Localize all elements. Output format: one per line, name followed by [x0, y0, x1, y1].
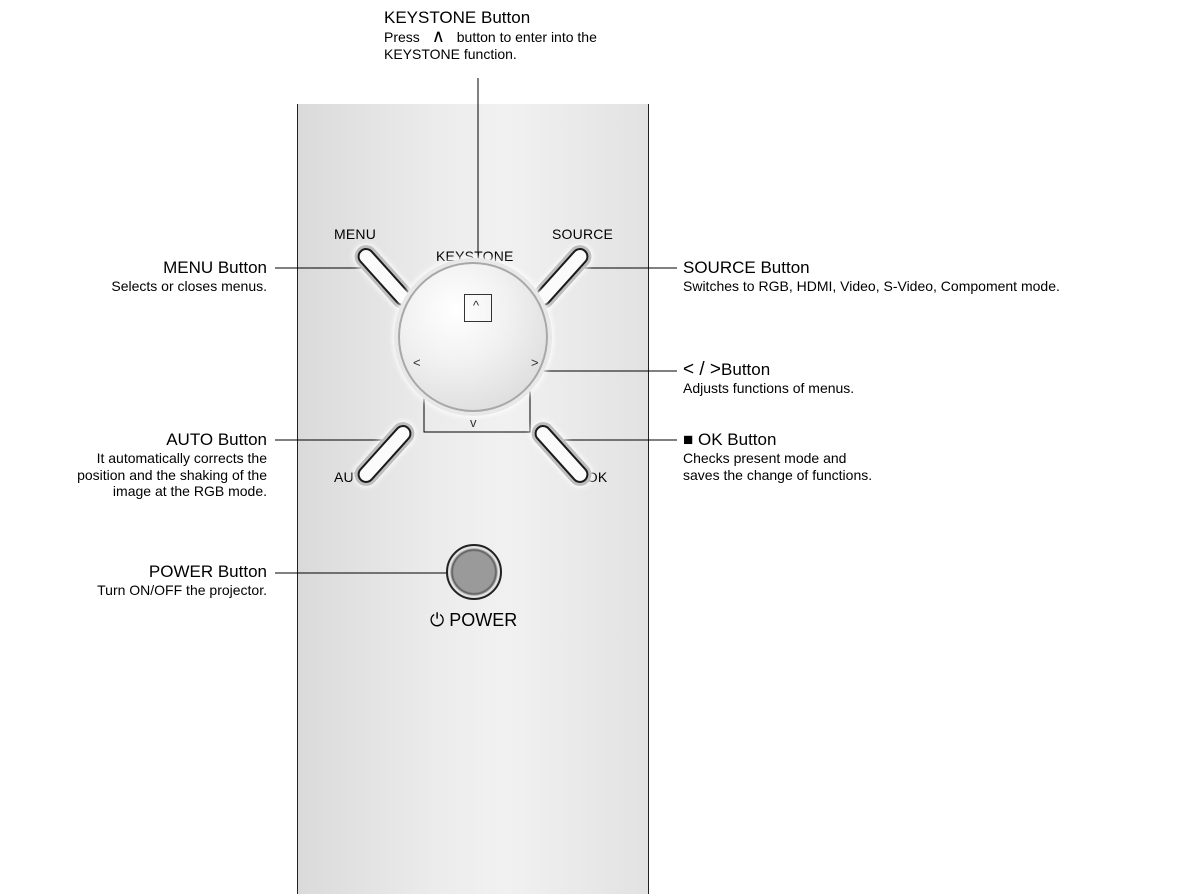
keystone-panel-label: KEYSTONE — [436, 248, 514, 264]
power-callout-desc: Turn ON/OFF the projector. — [97, 582, 267, 598]
up-caret-icon: ∧ — [431, 26, 445, 46]
arrows-callout: < / >Button Adjusts functions of menus. — [683, 360, 854, 397]
keystone-callout: KEYSTONE Button Press ∧ button to enter … — [384, 8, 597, 62]
power-callout: POWER Button Turn ON/OFF the projector. — [97, 562, 267, 599]
source-callout-desc: Switches to RGB, HDMI, Video, S-Video, C… — [683, 278, 1060, 294]
arrows-callout-title: < / >Button — [683, 359, 771, 380]
power-symbol-icon: ⏻ — [430, 610, 445, 630]
source-panel-label: SOURCE — [552, 226, 614, 242]
projector-control-panel — [297, 104, 649, 894]
keystone-callout-title: KEYSTONE Button — [384, 8, 531, 27]
auto-callout: AUTO Button It automatically corrects th… — [77, 430, 267, 499]
power-button[interactable] — [446, 544, 502, 600]
menu-panel-label: MENU — [334, 226, 377, 242]
power-panel-label: ⏻ POWER — [430, 610, 517, 631]
menu-callout-title: MENU Button — [163, 258, 267, 277]
left-right-arrows-icon: < / > — [683, 359, 722, 380]
source-callout-title: SOURCE Button — [683, 258, 810, 277]
source-callout: SOURCE Button Switches to RGB, HDMI, Vid… — [683, 258, 1060, 295]
arrows-callout-desc: Adjusts functions of menus. — [683, 380, 855, 396]
up-arrow-icon[interactable]: ^ — [473, 298, 480, 313]
auto-callout-title: AUTO Button — [166, 430, 267, 449]
down-arrow-icon[interactable]: v — [470, 415, 477, 430]
power-label-text: POWER — [449, 610, 518, 630]
directional-pad[interactable] — [398, 262, 548, 412]
ok-callout: ■ OK Button Checks present mode and save… — [683, 430, 873, 483]
menu-callout-desc: Selects or closes menus. — [111, 278, 267, 294]
left-arrow-icon[interactable]: < — [413, 355, 421, 370]
ok-callout-title: ■ OK Button — [683, 430, 777, 449]
menu-callout: MENU Button Selects or closes menus. — [111, 258, 267, 295]
keystone-callout-desc: Press ∧ button to enter into the — [384, 26, 597, 46]
keystone-up-box — [464, 294, 492, 322]
right-arrow-icon[interactable]: > — [531, 355, 539, 370]
power-callout-title: POWER Button — [148, 562, 267, 581]
